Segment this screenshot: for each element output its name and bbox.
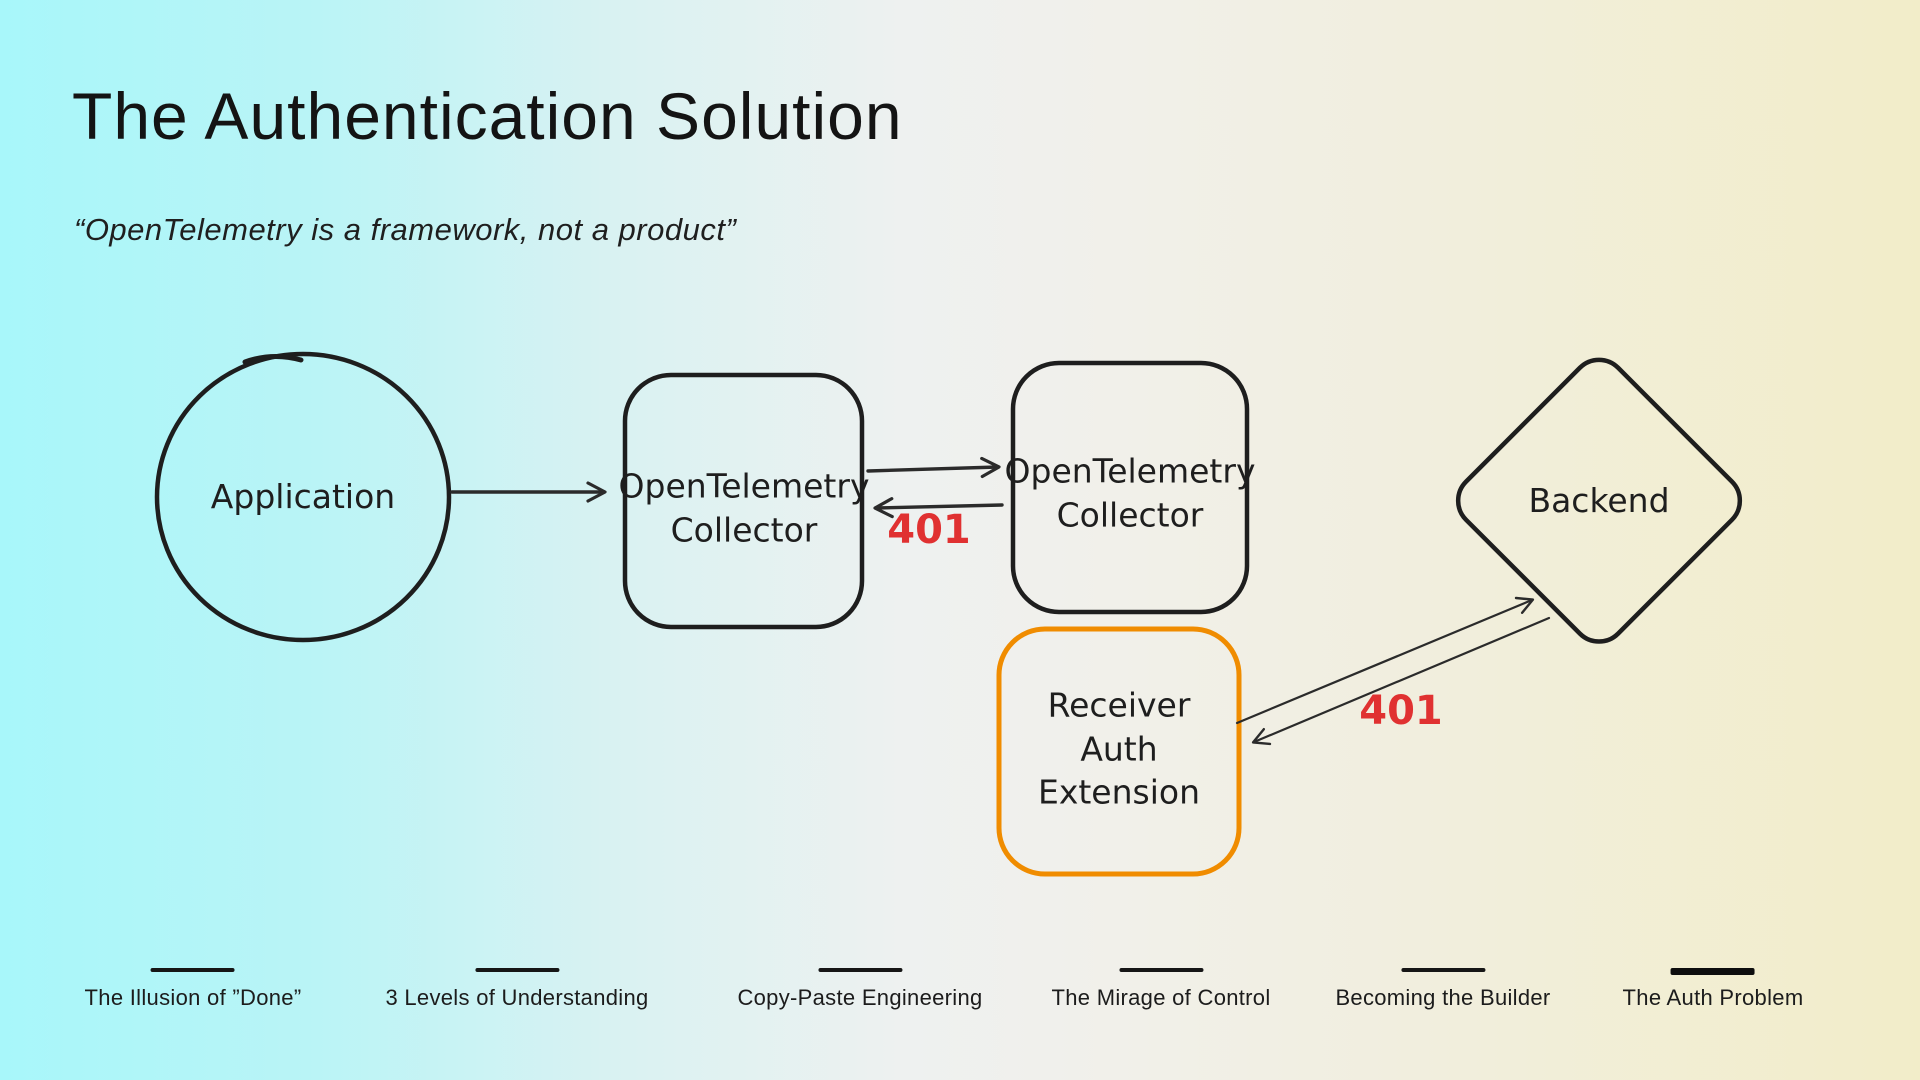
nav-item-mirage-of-control[interactable]: The Mirage of Control — [1051, 968, 1270, 1011]
collector-left-label: OpenTelemetry Collector — [619, 464, 870, 551]
application-circle-shape — [154, 351, 452, 643]
nav-item-3-levels-of-understanding[interactable]: 3 Levels of Understanding — [385, 968, 648, 1011]
page-subtitle: “OpenTelemetry is a framework, not a pro… — [74, 212, 737, 247]
backend-diamond-shape — [1455, 357, 1743, 644]
edge-receiver-to-backend — [1235, 596, 1535, 725]
nav-item-label: Copy-Paste Engineering — [737, 985, 983, 1010]
nav-indicator-line — [475, 968, 559, 972]
collector-right-label-line2: Collector — [1056, 495, 1204, 534]
nav-item-becoming-the-builder[interactable]: Becoming the Builder — [1335, 968, 1550, 1011]
collector-401-status-label: 401 — [887, 507, 971, 553]
receiver-auth-extension-shape — [996, 626, 1242, 877]
collector-right-shape — [1010, 360, 1250, 615]
receiver-auth-label-line2: Auth — [1080, 729, 1158, 769]
collector-right-label: OpenTelemetry Collector — [1005, 449, 1256, 536]
nav-indicator-line — [1119, 968, 1203, 972]
nav-item-label: The Auth Problem — [1622, 985, 1804, 1010]
nav-indicator-line — [1401, 968, 1485, 972]
nav-item-label: 3 Levels of Understanding — [385, 985, 649, 1010]
application-circle-sketch-mark — [242, 354, 304, 365]
backend-401-status-label: 401 — [1359, 688, 1443, 734]
collector-left-label-line1: OpenTelemetry — [618, 466, 870, 506]
receiver-auth-extension-label: Receiver Auth Extension — [1038, 684, 1200, 815]
nav-item-label: The Mirage of Control — [1051, 985, 1271, 1010]
nav-item-copy-paste-engineering[interactable]: Copy-Paste Engineering — [737, 968, 982, 1011]
application-label: Application — [210, 477, 396, 517]
collector-left-label-line2: Collector — [670, 510, 818, 549]
nav-item-label: Becoming the Builder — [1335, 985, 1551, 1010]
collector-right-label-line1: OpenTelemetry — [1004, 451, 1256, 491]
nav-item-illusion-of-done[interactable]: The Illusion of ”Done” — [85, 968, 302, 1011]
page-title: The Authentication Solution — [72, 79, 903, 153]
edge-backend-to-receiver-401-response — [1251, 616, 1551, 746]
receiver-auth-label-line3: Extension — [1037, 772, 1201, 812]
backend-label: Backend — [1528, 481, 1670, 521]
collector-left-shape — [622, 372, 865, 630]
nav-indicator-line-active — [1671, 968, 1755, 975]
nav-indicator-line — [150, 968, 235, 972]
receiver-auth-label-line1: Receiver — [1047, 685, 1191, 725]
nav-item-the-auth-problem[interactable]: The Auth Problem — [1623, 968, 1804, 1011]
edge-collector-to-collector-request — [866, 456, 1001, 479]
nav-item-label: The Illusion of ”Done” — [84, 985, 302, 1010]
edge-collector-to-collector-401-response — [873, 497, 1004, 519]
nav-indicator-line — [817, 968, 902, 972]
